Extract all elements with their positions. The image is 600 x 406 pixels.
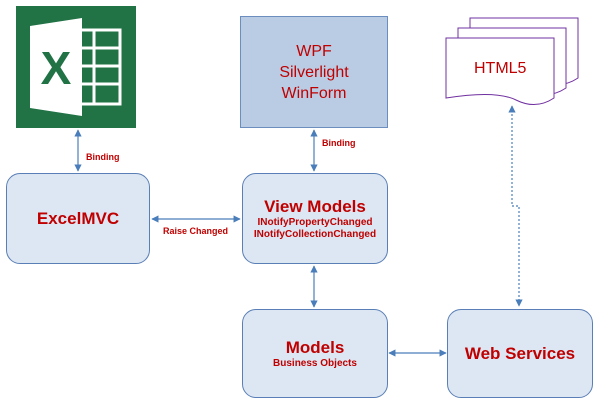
web-services-title: Web Services [464,343,576,363]
ui-framework-wpf: WPF [296,42,332,60]
ui-frameworks-box: WPF Silverlight WinForm [240,16,388,128]
binding-label-left: Binding [86,152,120,162]
view-models-interface-collection: INotifyCollectionChanged [253,228,377,240]
view-models-interface-property: INotifyPropertyChanged [257,216,373,228]
excel-logo-icon: X [16,6,136,128]
binding-label-top: Binding [322,138,356,148]
html5-documents-icon [445,17,579,105]
excelmvc-title: ExcelMVC [36,208,120,228]
models-box: Models Business Objects [242,309,388,398]
excelmvc-box: ExcelMVC [6,173,150,264]
html5-label: HTML5 [474,60,527,77]
ui-framework-winform: WinForm [281,84,347,102]
web-services-box: Web Services [447,309,593,398]
svg-text:X: X [41,42,72,94]
models-subtitle: Business Objects [273,357,357,369]
view-models-title: View Models [264,196,366,216]
view-models-box: View Models INotifyPropertyChanged INoti… [242,173,388,264]
html5-webservices-arrow [508,105,523,307]
raise-changed-label: Raise Changed [163,226,229,236]
ui-framework-silverlight: Silverlight [279,63,349,81]
models-title: Models [285,337,345,357]
